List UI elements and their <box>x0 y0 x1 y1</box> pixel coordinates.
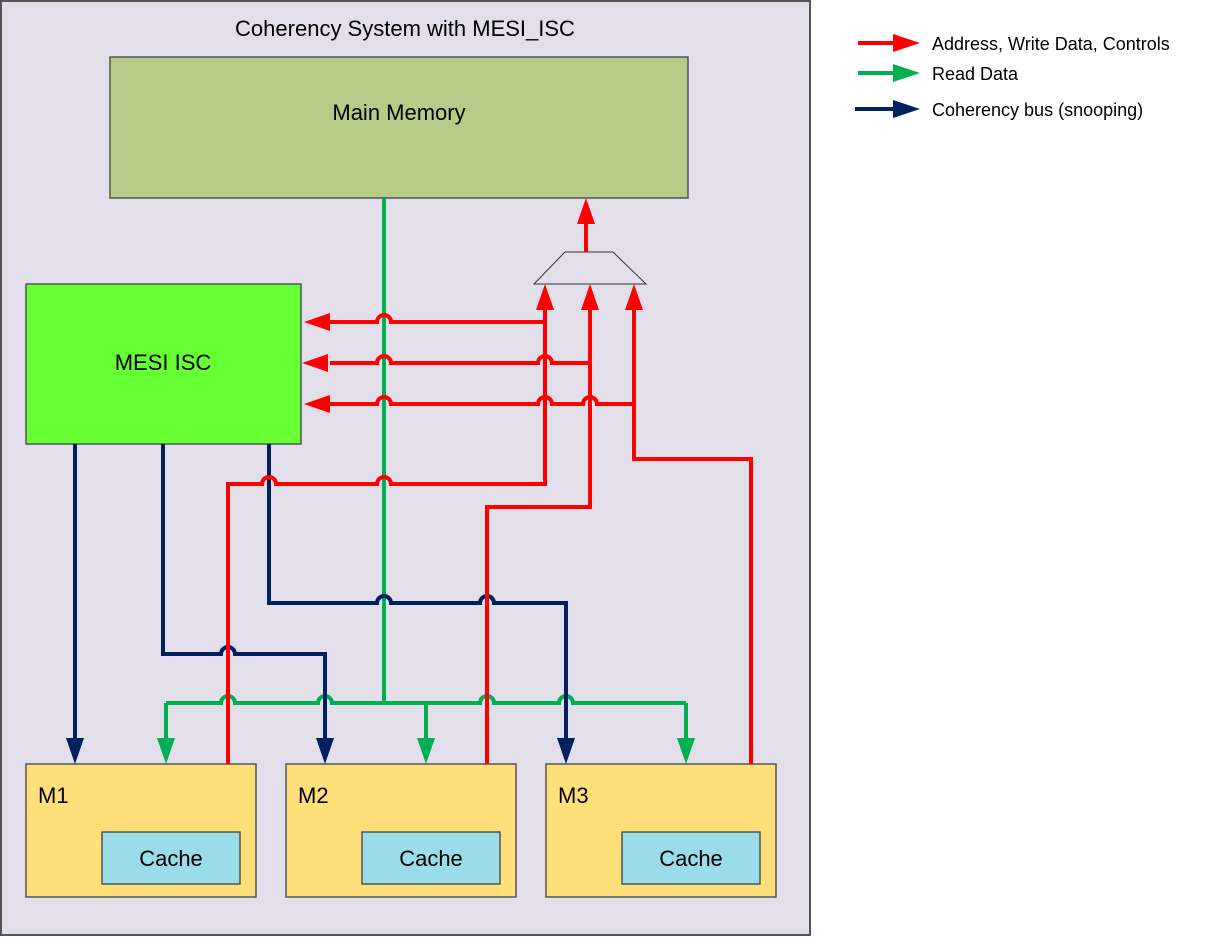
read-data-bus <box>166 694 686 705</box>
cache-block <box>621 831 761 885</box>
address-arrow-mux-3 <box>625 284 643 310</box>
mux-shape <box>532 251 648 285</box>
coherency-m3 <box>267 444 568 740</box>
master-label: M2 <box>298 783 329 808</box>
red-arrow-icon <box>893 34 920 52</box>
address-arrow-memory <box>577 198 595 224</box>
read-data-arrow-m3 <box>677 738 695 764</box>
coherency-arrow-m3 <box>557 738 575 764</box>
master-label: M1 <box>38 783 69 808</box>
read-data-arrow-m2 <box>417 738 435 764</box>
address-arrow-mux-1 <box>536 284 554 310</box>
address-arrow-isc-1 <box>304 313 330 331</box>
svg-text:Coherency bus (snooping): Coherency bus (snooping) <box>932 100 1143 120</box>
master-m2: M2 Cache <box>285 763 517 898</box>
address-m3 <box>632 310 753 764</box>
address-m2 <box>485 310 592 764</box>
main-memory-label: Main Memory <box>332 100 465 125</box>
mesi-isc-label: MESI ISC <box>115 350 212 375</box>
legend-item-read-data: Read Data <box>858 64 1019 84</box>
cache-label: Cache <box>139 846 203 871</box>
svg-text:Read Data: Read Data <box>932 64 1019 84</box>
legend: Address, Write Data, Controls Read Data … <box>855 34 1170 120</box>
coherency-arrow-m1 <box>66 738 84 764</box>
master-label: M3 <box>558 783 589 808</box>
master-m1: M1 Cache <box>25 763 257 898</box>
legend-item-address: Address, Write Data, Controls <box>858 34 1170 54</box>
mesi-isc-block <box>25 283 302 445</box>
address-to-isc-1 <box>330 313 545 324</box>
cache-label: Cache <box>659 846 723 871</box>
address-arrow-isc-3 <box>304 395 330 413</box>
cache-block <box>361 831 501 885</box>
coherency-arrow-m2 <box>316 738 334 764</box>
svg-text:Address, Write Data, Controls: Address, Write Data, Controls <box>932 34 1170 54</box>
cache-block <box>101 831 241 885</box>
read-data-arrow-m1 <box>157 738 175 764</box>
diagram-title: Coherency System with MESI_ISC <box>235 16 575 41</box>
wires <box>66 198 753 764</box>
cache-label: Cache <box>399 846 463 871</box>
address-to-isc-3 <box>330 395 634 406</box>
green-arrow-icon <box>893 64 920 82</box>
legend-item-coherency: Coherency bus (snooping) <box>855 100 1143 120</box>
master-m3: M3 Cache <box>545 763 777 898</box>
address-m1 <box>226 310 547 764</box>
navy-arrow-icon <box>893 100 920 118</box>
address-arrow-mux-2 <box>581 284 599 310</box>
address-arrow-isc-2 <box>302 354 328 372</box>
address-to-isc-2 <box>330 354 590 365</box>
main-memory-block <box>109 56 689 199</box>
